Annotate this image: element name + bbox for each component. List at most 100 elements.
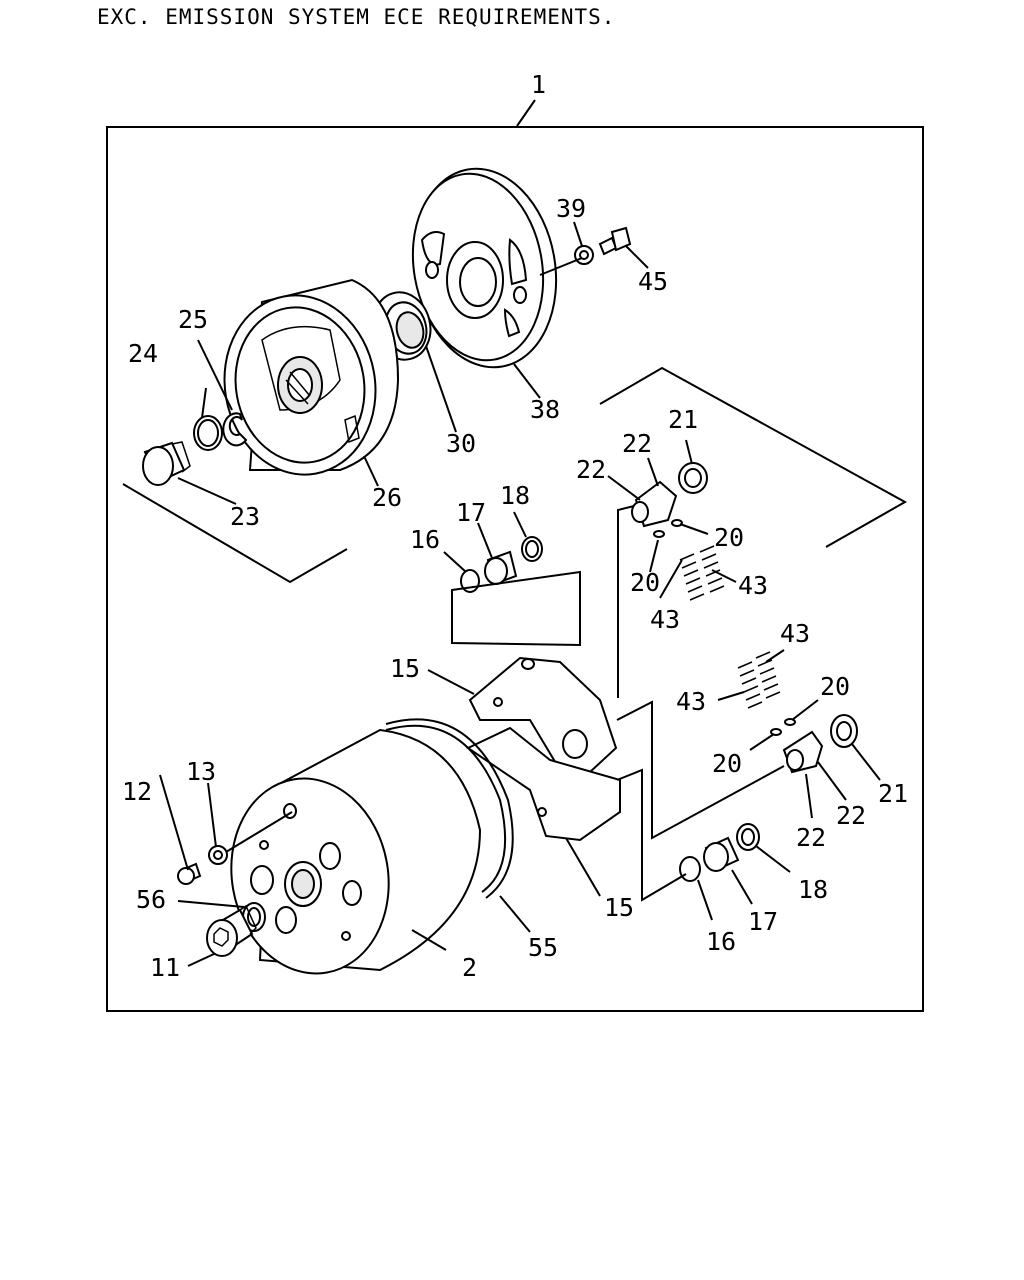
leader-43d — [717, 691, 745, 701]
leader-43c — [765, 649, 785, 663]
leader-24 — [201, 387, 207, 419]
axis-38-39 — [539, 257, 583, 276]
label-17-lower: 17 — [748, 907, 778, 936]
part-55-gasket — [385, 718, 514, 899]
leader-15b — [565, 837, 601, 897]
leader-38 — [513, 363, 541, 399]
leader-20c — [791, 699, 819, 721]
part-22-weight-lower — [782, 730, 824, 774]
label-56: 56 — [136, 885, 166, 914]
leader-18b — [755, 845, 791, 873]
label-11: 11 — [150, 953, 180, 982]
label-16-lower: 16 — [706, 927, 736, 956]
part-18-ring-lower — [736, 823, 760, 851]
leader-20b — [649, 539, 659, 573]
label-1: 1 — [531, 70, 546, 99]
label-25: 25 — [178, 305, 208, 334]
part-39-washer — [574, 245, 594, 265]
leader-11 — [187, 953, 215, 967]
label-16-upper: 16 — [410, 525, 440, 554]
part-24-oring — [193, 415, 223, 451]
leader-39 — [573, 221, 583, 247]
label-13: 13 — [186, 757, 216, 786]
label-23: 23 — [230, 502, 260, 531]
leader-30 — [425, 345, 457, 433]
label-21-upper: 21 — [668, 405, 698, 434]
leader-45 — [625, 245, 649, 269]
label-18-upper: 18 — [500, 481, 530, 510]
part-11-plug — [206, 904, 257, 957]
part-15-weights — [465, 656, 621, 842]
ref-line-upper-right — [599, 366, 908, 548]
label-20-lower-d: 20 — [712, 749, 742, 778]
leader-22a — [607, 475, 641, 501]
label-20-upper-b: 20 — [630, 568, 660, 597]
leader-13 — [207, 782, 217, 848]
leader-20a — [679, 523, 709, 535]
leader-43a — [711, 569, 737, 583]
label-55: 55 — [528, 933, 558, 962]
part-56-oring — [242, 902, 266, 932]
ref-box-upper-stack — [451, 570, 581, 647]
label-22-upper-a: 22 — [576, 455, 606, 484]
ref-line-lower-weight — [616, 700, 785, 840]
leader-12 — [159, 774, 189, 871]
ref-line-23 — [122, 483, 348, 584]
leader-26 — [363, 455, 379, 487]
part-17-sleeve-lower — [703, 836, 740, 872]
ref-line-lower-stack — [616, 768, 687, 902]
leader-20d — [749, 733, 775, 751]
part-45-bolt — [598, 226, 632, 256]
leader-43b — [659, 559, 683, 599]
label-12: 12 — [122, 777, 152, 806]
leader-22c — [805, 773, 813, 819]
part-43-springs-lower — [737, 651, 781, 709]
leader-16a — [443, 551, 467, 573]
label-38: 38 — [530, 395, 560, 424]
leader-23 — [177, 477, 237, 505]
label-2: 2 — [462, 953, 477, 982]
label-17-upper: 17 — [456, 498, 486, 527]
part-38-plate — [411, 167, 558, 369]
label-43-c: 43 — [780, 619, 810, 648]
part-26-housing — [223, 278, 400, 476]
label-45: 45 — [638, 267, 668, 296]
axis-13-2 — [225, 811, 293, 853]
part-21-ring-lower — [830, 714, 858, 748]
leader-2 — [411, 929, 447, 951]
leader-22d — [817, 761, 847, 801]
ref-line-upper-weight — [617, 505, 635, 698]
part-20-clip-lower — [770, 718, 796, 736]
leader-56 — [177, 900, 245, 908]
label-20-upper-a: 20 — [714, 523, 744, 552]
leader-25 — [197, 339, 233, 411]
leader-55 — [499, 895, 531, 933]
part-30-bearing — [372, 291, 432, 361]
leader-22b — [647, 457, 659, 487]
label-39: 39 — [556, 194, 586, 223]
part-12-screw — [177, 862, 202, 885]
label-22-upper-b: 22 — [622, 429, 652, 458]
label-22-lower-d: 22 — [836, 801, 866, 830]
part-16-sleeve-lower — [679, 856, 701, 882]
label-24: 24 — [128, 339, 158, 368]
leader-1 — [516, 99, 536, 127]
leader-17b — [731, 869, 753, 905]
leader-18a — [513, 511, 527, 538]
part-21-ring-upper — [678, 462, 708, 494]
part-25-clip — [222, 412, 248, 447]
part-18-ring-upper — [521, 536, 543, 562]
label-15-upper: 15 — [390, 654, 420, 683]
leader-17a — [477, 522, 493, 559]
label-22-lower-c: 22 — [796, 823, 826, 852]
label-30: 30 — [446, 429, 476, 458]
leader-21a — [685, 439, 693, 465]
leader-16b — [697, 879, 713, 921]
label-43-d: 43 — [676, 687, 706, 716]
part-22-weight-upper — [631, 480, 678, 528]
label-21-lower: 21 — [878, 779, 908, 808]
leader-21b — [851, 743, 881, 781]
part-17-sleeve-upper — [484, 550, 518, 586]
leader-15a — [427, 669, 475, 695]
